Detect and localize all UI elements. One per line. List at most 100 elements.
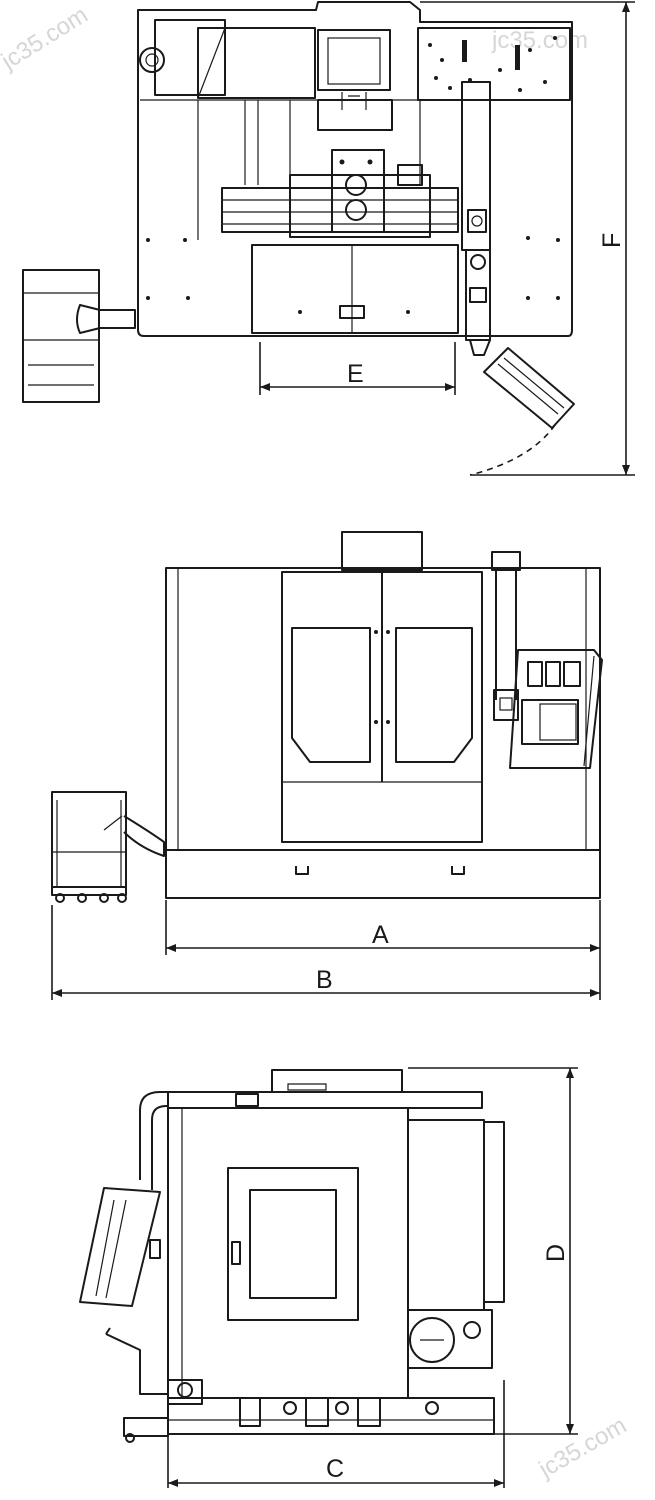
top-view-door-handle	[339, 305, 365, 319]
front-view-coolant-tank	[51, 791, 127, 888]
side-view-window	[249, 1189, 337, 1299]
top-view-slot-1	[462, 40, 467, 62]
front-view-control-panel	[509, 649, 603, 769]
dimension-f-label: F	[598, 233, 626, 248]
top-view-arm-tip	[469, 339, 491, 356]
dimension-a-label: A	[372, 921, 389, 949]
front-view-handle-1	[374, 630, 378, 634]
dimension-b-label: B	[316, 966, 333, 994]
side-view-chute-box	[167, 1379, 203, 1405]
side-view-body	[167, 1107, 409, 1399]
side-view-motor-housing	[407, 1309, 493, 1369]
front-view-base-pocket-2	[451, 866, 465, 875]
dimension-c: C	[167, 1380, 505, 1488]
dimension-d-label: D	[542, 1244, 570, 1262]
front-view-arm-joint	[493, 689, 519, 721]
top-view-hood-slant	[197, 27, 226, 99]
side-view-handle-tip	[105, 1327, 111, 1335]
side-view-control-pendant	[79, 1187, 161, 1307]
top-view-arm-knob	[471, 215, 483, 227]
dimension-e-label: E	[347, 360, 364, 388]
side-view-base-block-3	[357, 1397, 381, 1427]
front-view-base-pocket-1	[295, 866, 309, 875]
top-view-coolant-tank	[22, 269, 100, 403]
top-view-body	[137, 1, 573, 337]
side-view-window-frame	[227, 1167, 359, 1321]
side-view-base-hole-1	[283, 1401, 297, 1415]
top-view-slot-2	[515, 45, 520, 70]
side-view-top-clamp	[235, 1093, 259, 1107]
dimension-b: B	[51, 905, 601, 1000]
dimension-a: A	[165, 900, 601, 955]
front-view-tank-wheel-1	[55, 893, 65, 903]
side-view-door-latch	[231, 1241, 241, 1265]
front-view-handle-3	[374, 720, 378, 724]
top-view-hood	[197, 27, 316, 99]
front-view-arm-knob	[499, 697, 513, 711]
front-view-screen-key-3	[563, 661, 581, 687]
front-view-tank-lever	[103, 815, 123, 831]
front-view-screen-key-1	[527, 661, 543, 687]
side-view-tray-wheel	[125, 1433, 135, 1443]
front-view-tank-wheel-4	[117, 893, 127, 903]
front-view-screen-key-2	[545, 661, 561, 687]
top-view-junction-box	[397, 164, 423, 186]
dimension-f: F	[420, 1, 635, 476]
front-view-screen-inner	[539, 703, 577, 741]
top-view-pivot-clamp	[469, 287, 487, 303]
top-view-pivot-joint	[470, 254, 486, 270]
front-view-coolant-hose	[123, 815, 165, 857]
dimension-c-label: C	[326, 1455, 344, 1483]
front-view-handle-2	[386, 630, 390, 634]
top-view-front-doors	[251, 244, 459, 334]
side-view-pipe	[139, 1091, 168, 1180]
front-view-handle-4	[386, 720, 390, 724]
side-view-base-block-2	[305, 1397, 329, 1427]
side-view-top-slot	[287, 1083, 327, 1091]
top-view	[22, 1, 575, 476]
front-view-control-screen	[521, 699, 579, 745]
front-view-spindle-motor	[341, 531, 423, 571]
top-view-vise	[331, 149, 385, 233]
side-view-column	[407, 1119, 485, 1311]
side-view-pulley	[463, 1321, 481, 1339]
front-view-tank-base	[51, 886, 127, 896]
watermark-top-left: jc35.com	[0, 1, 93, 75]
side-view-base	[167, 1397, 495, 1435]
side-view-pipe-inner	[151, 1105, 168, 1190]
top-view-spindle-details	[341, 92, 367, 110]
front-view-tank-wheel-2	[77, 893, 87, 903]
side-view-base-block-1	[239, 1397, 261, 1427]
side-view-column-cover	[483, 1121, 505, 1303]
top-view-vise-hole-1	[339, 159, 345, 165]
front-view-tank-wheel-3	[99, 893, 109, 903]
side-view-tank-handle	[105, 1333, 168, 1395]
front-view-panel-edge	[583, 655, 595, 767]
watermark-bottom-right: jc35.com	[534, 1412, 632, 1484]
top-view-left-cover	[154, 19, 226, 96]
dimension-e: E	[259, 342, 456, 395]
top-view-spindle-window	[327, 37, 381, 85]
top-view-swing-arc	[469, 424, 556, 476]
top-view-vise-hole-2	[367, 159, 373, 165]
top-view-vise-knob-2	[345, 199, 367, 221]
front-view-left-window	[291, 627, 371, 763]
top-view-control-panel	[483, 347, 575, 429]
front-view-right-window	[395, 627, 473, 763]
front-view-base	[165, 849, 601, 899]
side-view-top-cover	[167, 1091, 483, 1109]
top-view-round-fitting-inner	[145, 53, 159, 67]
side-view-pendant-keys	[95, 1199, 127, 1299]
top-view-control-panel-keys	[497, 357, 565, 415]
watermark-top-right: jc35.com	[491, 27, 588, 54]
side-view-chute-port	[177, 1382, 193, 1398]
top-view-bolt-holes	[146, 236, 560, 314]
top-view-coolant-hose	[76, 304, 136, 334]
side-view-top-box	[271, 1069, 403, 1093]
dimension-d: D	[408, 1067, 578, 1435]
front-view-arm-top	[491, 551, 521, 571]
top-view-spindle-head	[317, 29, 391, 91]
top-view-vise-knob	[345, 174, 367, 196]
top-view-round-fitting	[139, 47, 165, 73]
